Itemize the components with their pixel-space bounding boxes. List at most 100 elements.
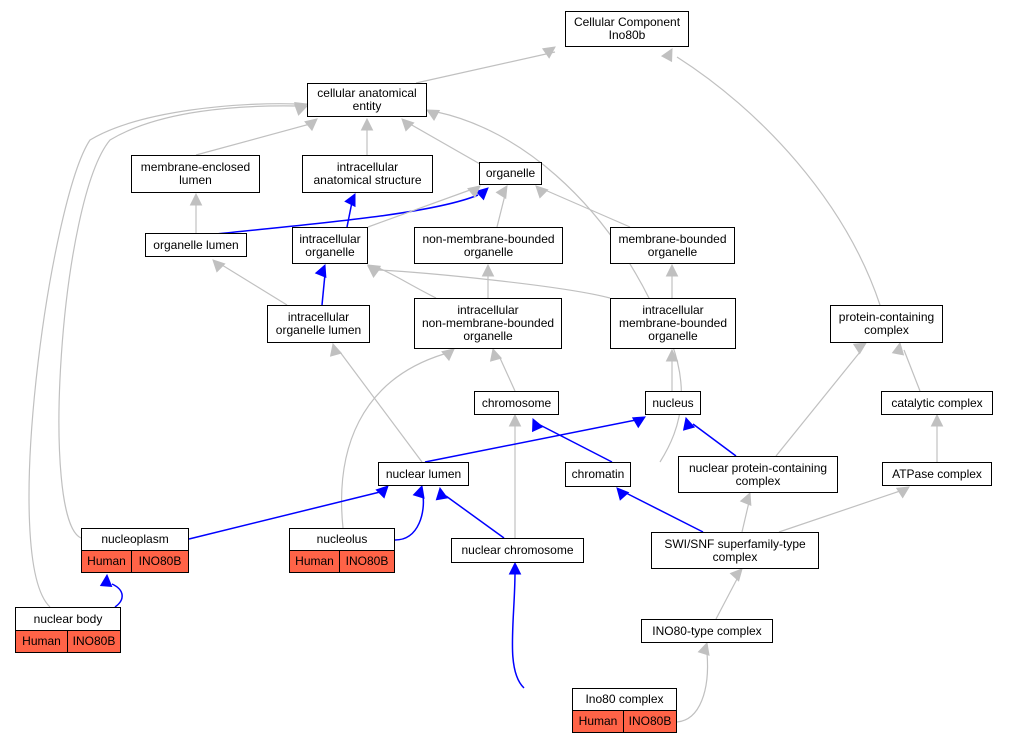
arrowhead-ol-to-mel <box>189 192 203 206</box>
arrowhead-nchr-to-chrom <box>508 413 522 427</box>
arrowhead-ino80c-to-nchr <box>508 561 522 575</box>
arrowhead-nl-to-nuc <box>631 416 646 429</box>
edge-iol-to-ol <box>221 264 288 306</box>
arrowhead-swi-to-chr <box>616 487 630 501</box>
node-nucleolus[interactable]: nucleolus <box>289 528 395 551</box>
arrowhead-nb-to-np <box>99 573 113 587</box>
node-chromosome[interactable]: chromosome <box>474 391 559 415</box>
arrowhead-chrom-to-inmbo <box>489 347 503 362</box>
annotation-nucleolus: Human INO80B <box>289 550 395 573</box>
node-membrane-enclosed-lumen[interactable]: membrane-enclosed lumen <box>131 155 260 193</box>
edge-cae-to-root <box>415 51 556 84</box>
arrowhead-mbo-to-org <box>535 185 549 199</box>
edge-np-to-nl <box>188 491 381 540</box>
arrowhead-mel-to-cae <box>304 118 318 132</box>
node-organelle-lumen[interactable]: organelle lumen <box>145 233 247 257</box>
edge-swi-to-atp <box>778 490 901 533</box>
arrowhead-npcc-to-nuc <box>682 416 696 431</box>
node-intracellular-anatomical-structure[interactable]: intracellular anatomical structure <box>302 155 433 193</box>
arrowhead-iol-to-ol <box>212 259 226 273</box>
edge-nol-to-inmbo <box>340 353 445 529</box>
node-nuclear-protein-containing-complex[interactable]: nuclear protein-containing complex <box>678 456 838 493</box>
gene-label: INO80B <box>138 554 182 568</box>
node-ino80-type-complex[interactable]: INO80-type complex <box>641 619 773 643</box>
arrowhead-nol-to-nl <box>412 484 425 499</box>
node-nucleoplasm[interactable]: nucleoplasm <box>81 528 189 551</box>
arrowhead-npcc-to-pcc <box>852 342 867 355</box>
node-chromatin[interactable]: chromatin <box>565 462 631 487</box>
edge-nl-to-iol <box>339 351 423 463</box>
edge-mbo-to-org <box>544 189 631 228</box>
arrowhead-cae-to-root <box>541 46 556 59</box>
arrowhead-nb-to-cae <box>294 102 309 114</box>
gene-label: INO80B <box>345 554 389 568</box>
node-atpase-complex[interactable]: ATPase complex <box>882 462 992 486</box>
edge-ol-to-org <box>215 194 479 235</box>
arrowhead-nuc-to-imbo <box>665 348 679 362</box>
node-ino80-complex[interactable]: Ino80 complex <box>572 688 677 711</box>
edge-chr-to-cae <box>436 111 682 463</box>
edge-swi-to-npcc <box>741 501 750 533</box>
node-intracellular-organelle-lumen[interactable]: intracellular organelle lumen <box>267 305 370 343</box>
arrowhead-swi-to-npcc <box>739 491 752 507</box>
arrowhead-nmbo-to-org <box>495 185 508 200</box>
edge-nmbo-to-org <box>496 194 506 228</box>
edge-imbo-to-io <box>377 269 611 299</box>
edge-nchr-to-nl <box>445 495 505 539</box>
node-nucleus[interactable]: nucleus <box>645 391 701 415</box>
annotation-nucleoplasm: Human INO80B <box>81 550 189 573</box>
arrowhead-np-to-nl <box>375 485 389 499</box>
edge-org-to-cae <box>409 123 481 165</box>
node-organelle[interactable]: organelle <box>479 162 542 185</box>
edge-iol-to-io <box>321 273 326 306</box>
node-nuclear-lumen[interactable]: nuclear lumen <box>378 462 469 486</box>
edge-npcc-to-nuc <box>692 423 737 457</box>
node-non-membrane-bounded-organelle[interactable]: non-membrane-bounded organelle <box>414 227 563 264</box>
node-intracellular-organelle[interactable]: intracellular organelle <box>292 227 368 264</box>
node-swi-snf-superfamily-type-complex[interactable]: SWI/SNF superfamily-type complex <box>651 532 819 569</box>
node-catalytic-complex[interactable]: catalytic complex <box>881 391 993 415</box>
edge-swi-to-chr <box>625 492 704 533</box>
node-intracellular-non-membrane-bounded-organelle[interactable]: intracellular non-membrane-bounded organ… <box>414 298 562 349</box>
annotation-nuclear-body: Human INO80B <box>15 630 121 653</box>
arrowhead-imbo-to-mbo <box>665 263 679 277</box>
edge-chr-to-chrom <box>539 424 613 463</box>
edge-ino80t-to-swi <box>715 578 738 620</box>
arrowhead-org-to-cae <box>401 118 415 132</box>
species-label: Human <box>290 551 340 572</box>
edge-ino80c-to-nchr <box>511 571 525 689</box>
arrowhead-chr-to-cae <box>426 109 441 122</box>
node-cellular-component[interactable]: Cellular Component Ino80b <box>565 11 689 47</box>
node-nuclear-chromosome[interactable]: nuclear chromosome <box>451 538 584 563</box>
arrowhead-ino80t-to-swi <box>729 568 743 582</box>
arrowhead-pcc-to-root <box>660 48 673 63</box>
node-membrane-bounded-organelle[interactable]: membrane-bounded organelle <box>610 227 735 264</box>
node-protein-containing-complex[interactable]: protein-containing complex <box>830 305 943 343</box>
arrowhead-imbo-to-io <box>367 265 381 278</box>
gene-label: INO80B <box>72 634 116 648</box>
edge-io-to-ias <box>346 201 353 228</box>
node-nuclear-body[interactable]: nuclear body <box>15 607 121 631</box>
edge-nb-to-np <box>111 583 123 608</box>
arrowhead-cat-to-pcc <box>891 341 905 356</box>
arrowhead-ol-to-org <box>475 187 489 201</box>
node-cellular-anatomical-entity[interactable]: cellular anatomical entity <box>307 83 427 117</box>
edge-layer <box>28 46 944 723</box>
arrowhead-nl-to-iol <box>329 342 343 357</box>
arrowhead-nchr-to-nl <box>435 486 449 501</box>
annotation-ino80-complex: Human INO80B <box>572 710 677 733</box>
edge-nb-to-cae <box>28 103 298 608</box>
arrowhead-iol-to-io <box>314 263 327 279</box>
edge-np-to-cae <box>58 105 298 539</box>
gene-label: INO80B <box>628 714 672 728</box>
arrowhead-ino80c-to-ino80t <box>697 641 710 656</box>
arrowhead-io-to-org <box>467 185 481 199</box>
arrowhead-atp-to-cat <box>930 413 944 427</box>
species-label: Human <box>573 711 624 732</box>
edge-nl-to-nuc <box>424 419 637 463</box>
arrowhead-ias-to-cae <box>360 117 374 131</box>
node-intracellular-membrane-bounded-organelle[interactable]: intracellular membrane-bounded organelle <box>610 298 736 349</box>
arrowhead-inmbo-to-nmbo <box>481 263 495 277</box>
arrowhead-swi-to-atp <box>895 486 910 499</box>
